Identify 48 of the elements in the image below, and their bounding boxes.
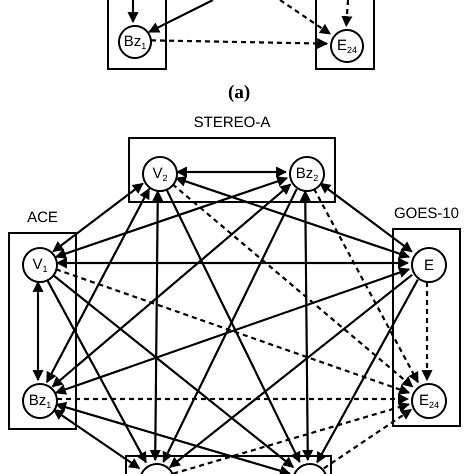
dashed-arrow xyxy=(150,38,328,49)
group-heading: GOES-10 xyxy=(394,205,460,222)
group-heading: STEREO-A xyxy=(194,114,270,131)
node-circle xyxy=(142,156,178,192)
arrow xyxy=(148,0,214,33)
arrow xyxy=(56,258,410,268)
group-heading: ACE xyxy=(27,209,58,226)
arrow xyxy=(55,402,291,474)
node-circle xyxy=(289,156,325,192)
arrow xyxy=(128,0,138,24)
node-label: Bz$_{1}$ xyxy=(28,392,52,410)
node-circle xyxy=(118,25,152,59)
arrow xyxy=(52,183,292,388)
arrow xyxy=(52,182,144,252)
node-label: Bz$_{2}$ xyxy=(296,166,318,182)
dashed-arrow xyxy=(323,408,412,470)
arrow xyxy=(46,279,147,464)
dashed-arrow xyxy=(341,0,352,28)
arrow xyxy=(316,279,419,464)
arrow xyxy=(52,274,294,468)
node-label: V$_{2}$ xyxy=(152,166,168,182)
panel-label: (a) xyxy=(228,82,250,104)
node-circle xyxy=(411,247,447,283)
arrow xyxy=(319,182,413,253)
node-label: Bz$_{1}$ xyxy=(124,34,146,50)
node-label: V$_{1}$ xyxy=(32,256,48,274)
node-label: E$_{24}$ xyxy=(336,38,358,54)
node-circle xyxy=(411,383,447,419)
arrow xyxy=(46,188,150,384)
arrow xyxy=(150,190,164,462)
node-circle xyxy=(22,247,58,283)
arrow xyxy=(174,176,410,259)
arrow xyxy=(32,280,44,382)
arrow xyxy=(52,408,140,470)
node-circle xyxy=(330,29,364,63)
arrow xyxy=(176,166,288,178)
arrow xyxy=(300,190,314,462)
dashed-arrow xyxy=(279,0,331,35)
dashed-arrow xyxy=(172,183,414,388)
node-label: E xyxy=(424,258,434,272)
dashed-arrow xyxy=(422,282,432,382)
arrow xyxy=(54,176,288,259)
dashed-arrow xyxy=(57,394,410,404)
dashed-arrow xyxy=(172,402,410,474)
arrow xyxy=(169,274,413,468)
node-label: E$_{24}$ xyxy=(418,392,440,410)
node-circle xyxy=(22,383,58,419)
dashed-arrow xyxy=(313,188,419,384)
